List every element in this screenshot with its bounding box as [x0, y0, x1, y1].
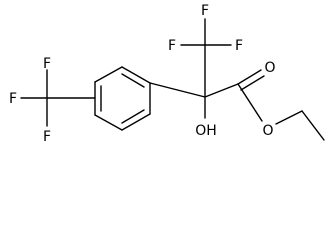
carbonyl-oxygen-label: O: [264, 60, 275, 76]
ring-double-bond: [121, 109, 145, 124]
ester-single-bond: [237, 83, 263, 122]
center-to-carbonyl-bond: [204, 83, 239, 98]
fluorine-label: F: [235, 38, 243, 54]
carbonyl-double-bond: [240, 75, 265, 91]
fluorine-label: F: [43, 129, 51, 145]
carbonyl-double-bond: [237, 69, 262, 85]
fluorine-label: F: [9, 91, 17, 107]
structure-diagram: F F F OH F F F O O: [9, 3, 325, 145]
central-carbon-group: OH: [149, 44, 239, 139]
ring-bond: [94, 66, 123, 83]
ring-bond: [121, 66, 151, 84]
ethyl-bond: [301, 110, 325, 141]
fluorine-label: F: [201, 3, 209, 19]
ring-bond: [121, 113, 151, 131]
ester-group: O O: [237, 60, 325, 141]
fluorine-label: F: [43, 56, 51, 72]
ring-double-bond: [121, 73, 145, 88]
hydroxyl-label: OH: [195, 123, 217, 139]
ring-bond: [94, 114, 123, 131]
ester-oxygen-label: O: [262, 123, 273, 139]
molecule-drawing: F F F OH F F F O O: [9, 3, 325, 145]
fluorine-label: F: [168, 38, 176, 54]
ring-to-center-bond: [149, 82, 206, 98]
o-ethyl-bond: [275, 110, 303, 125]
top-cf3-group: F F F: [168, 3, 243, 54]
benzene-ring: [94, 66, 151, 131]
left-cf3-group: F F F: [9, 56, 96, 145]
